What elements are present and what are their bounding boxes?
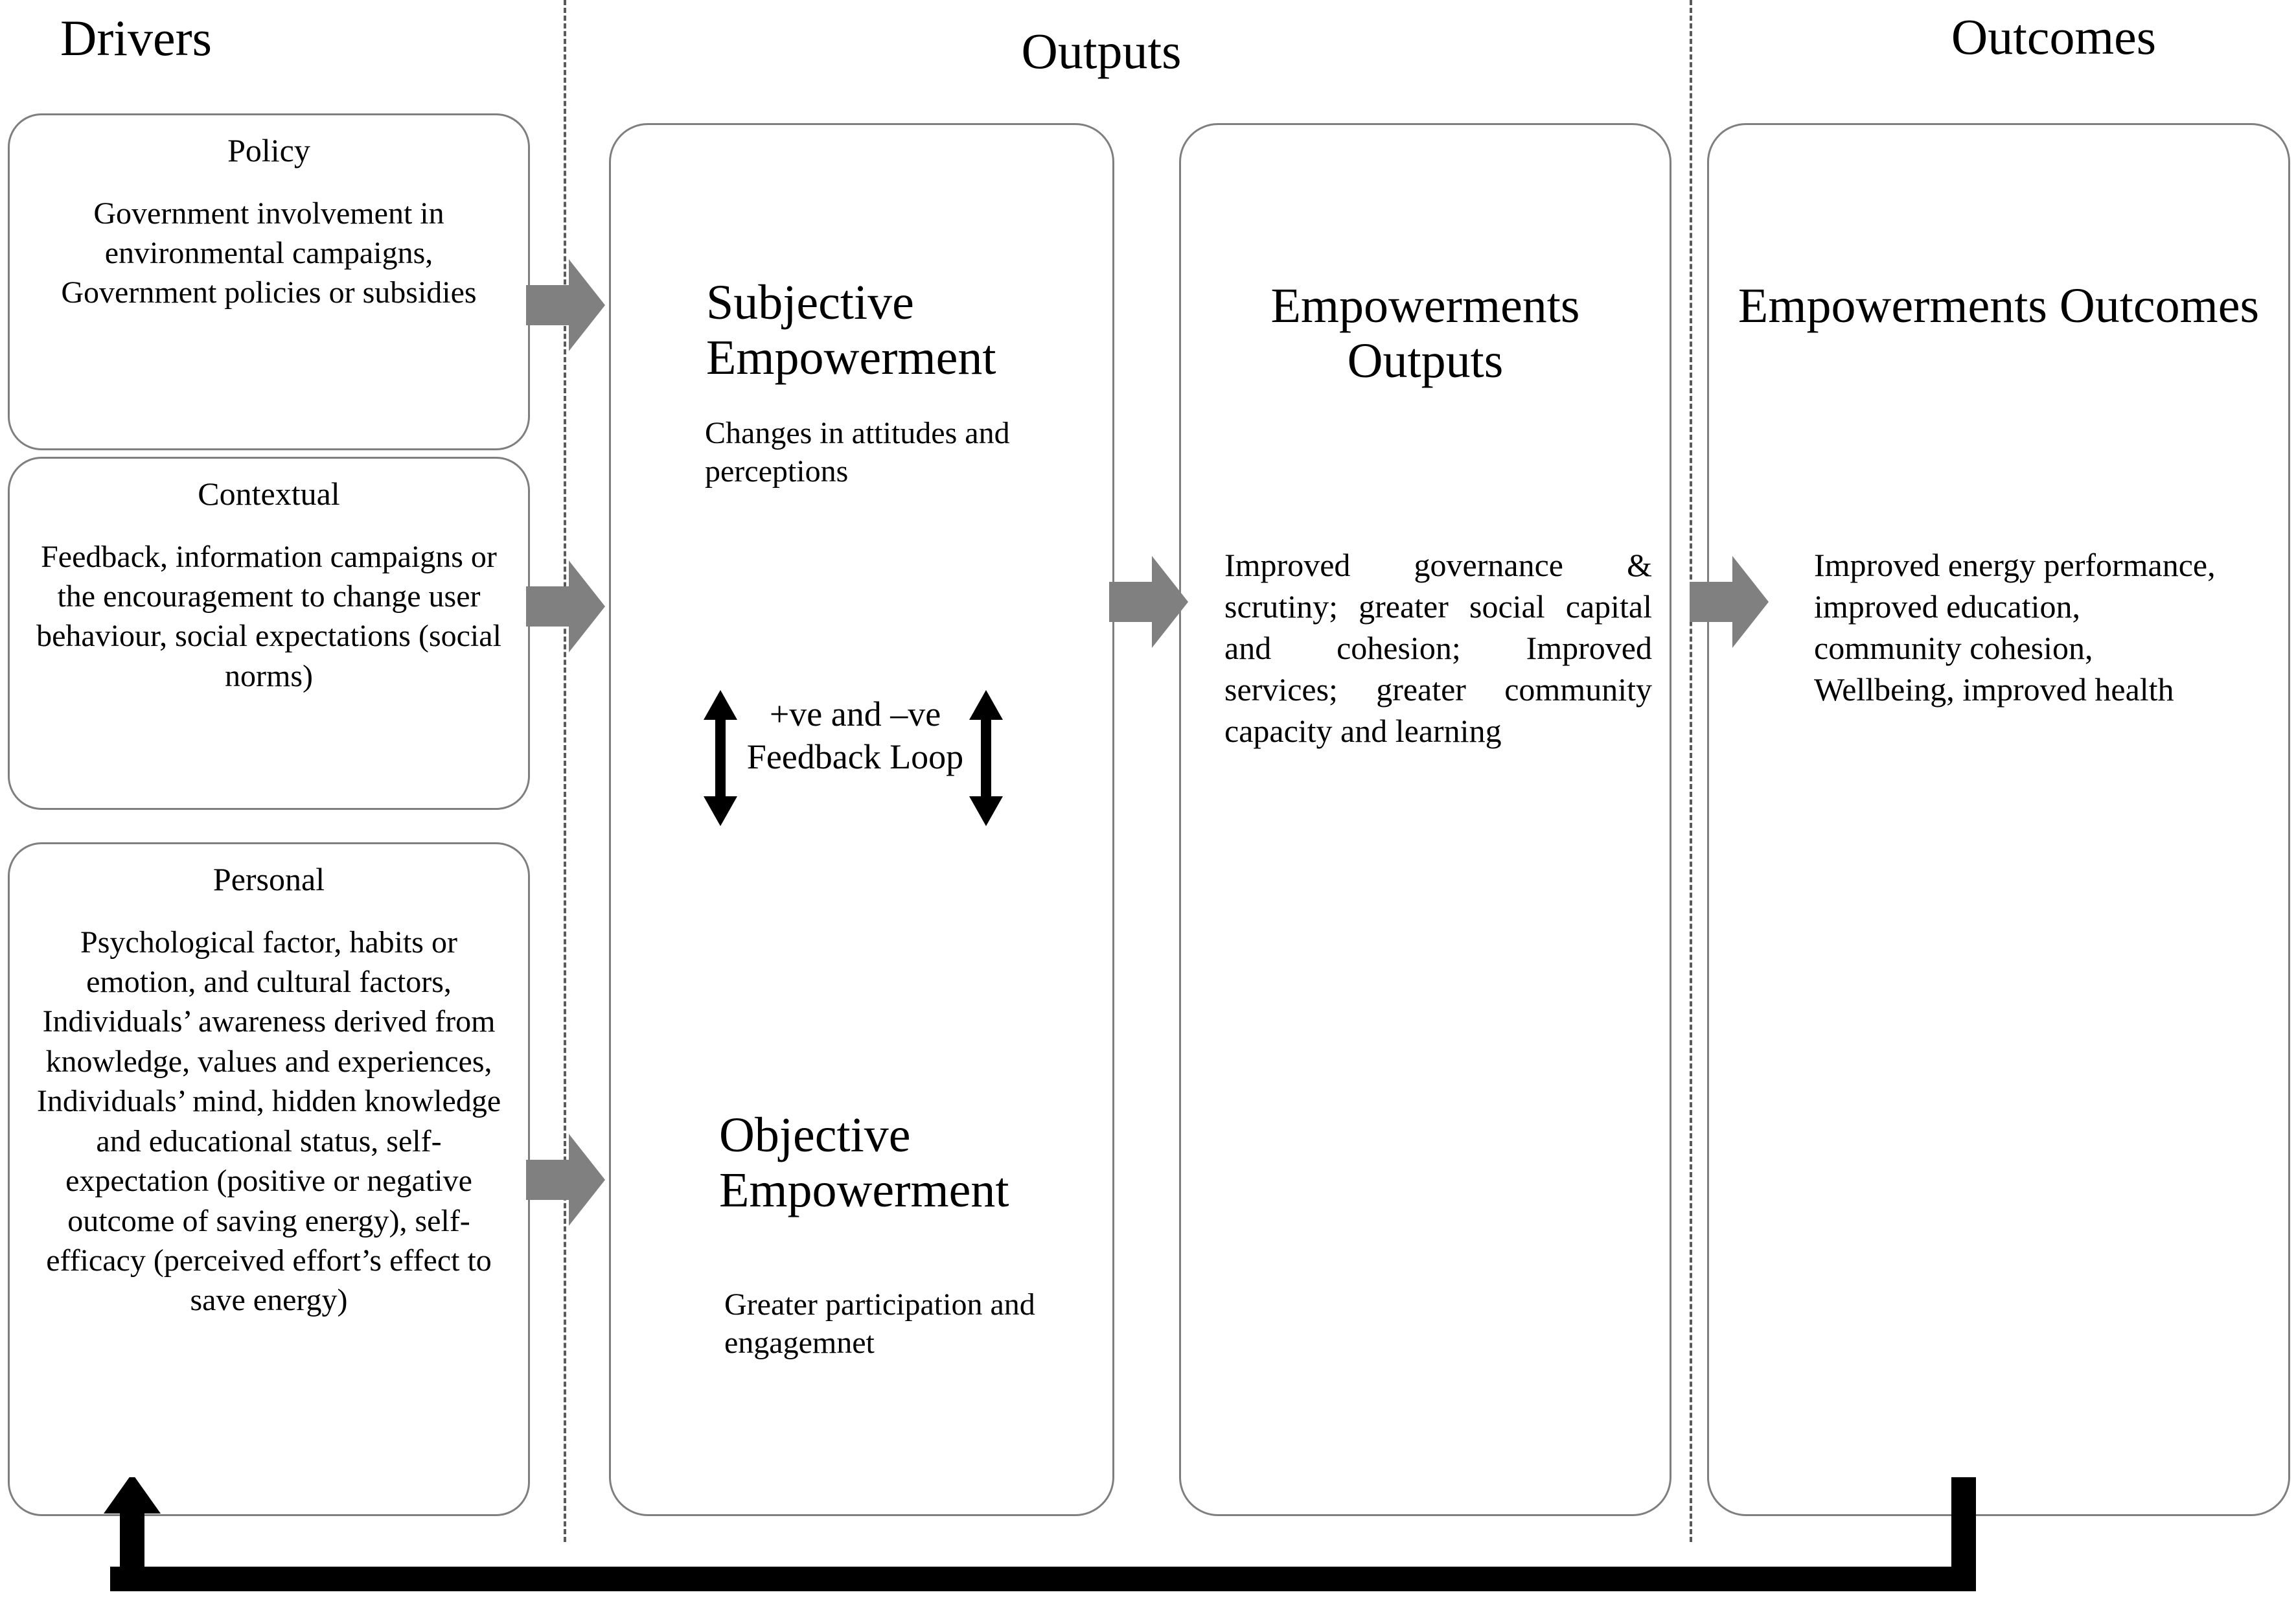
arrow-contextual-to-outputs-icon [526, 560, 605, 656]
subjective-empowerment-subtitle: Changes in attitudes and perceptions [705, 416, 1010, 489]
arrow-outputs-to-empowerments-icon [1109, 556, 1188, 651]
driver-box-personal[interactable]: Personal Psychological factor, habits or… [8, 842, 530, 1516]
empowerments-outcomes-box[interactable] [1707, 123, 2290, 1516]
column-divider-outputs-outcomes [1690, 0, 1692, 1542]
objective-empowerment-title: Objective Empowerment [719, 1108, 1009, 1218]
feedback-loop-label: +ve and –ve Feedback Loop [746, 695, 964, 776]
empowerments-outputs-box[interactable] [1179, 123, 1671, 1516]
driver-box-policy-title: Policy [227, 132, 310, 168]
driver-box-personal-title: Personal [212, 861, 325, 897]
arrow-personal-to-outputs-icon [526, 1134, 605, 1229]
empowerments-outputs-body: Improved governance & scrutiny; greater … [1224, 547, 1652, 749]
driver-box-personal-body: Psychological factor, habits or emotion,… [36, 925, 501, 1318]
empowerments-outcomes-title: Empowerments Outcomes [1738, 279, 2260, 333]
feedback-loop-arrow-left [700, 690, 741, 826]
column-header-outputs: Outputs [1021, 23, 1182, 79]
objective-empowerment-subtitle: Greater participation and engagemnet [724, 1287, 1035, 1360]
column-header-outcomes: Outcomes [1951, 8, 2157, 65]
feedback-loop-arrow-right [965, 690, 1007, 826]
driver-box-contextual-title: Contextual [198, 476, 340, 512]
driver-box-policy-body: Government involvement in environmental … [61, 196, 477, 310]
arrow-empowerments-to-outcomes-icon [1690, 556, 1769, 651]
feedback-return-path [0, 1473, 2296, 1609]
empowerments-outcomes-body: Improved energy performance, improved ed… [1814, 547, 2216, 708]
column-divider-drivers-outputs [564, 0, 566, 1542]
empowerments-outputs-title: Empowerments Outputs [1270, 279, 1580, 389]
driver-box-contextual-body: Feedback, information campaigns or the e… [36, 539, 501, 693]
outputs-empowerment-box[interactable] [609, 123, 1114, 1516]
arrow-policy-to-outputs-icon [526, 259, 605, 354]
column-header-drivers: Drivers [60, 10, 212, 66]
driver-box-contextual[interactable]: Contextual Feedback, information campaig… [8, 457, 530, 810]
driver-box-policy[interactable]: Policy Government involvement in environ… [8, 113, 530, 450]
subjective-empowerment-title: Subjective Empowerment [706, 275, 996, 386]
